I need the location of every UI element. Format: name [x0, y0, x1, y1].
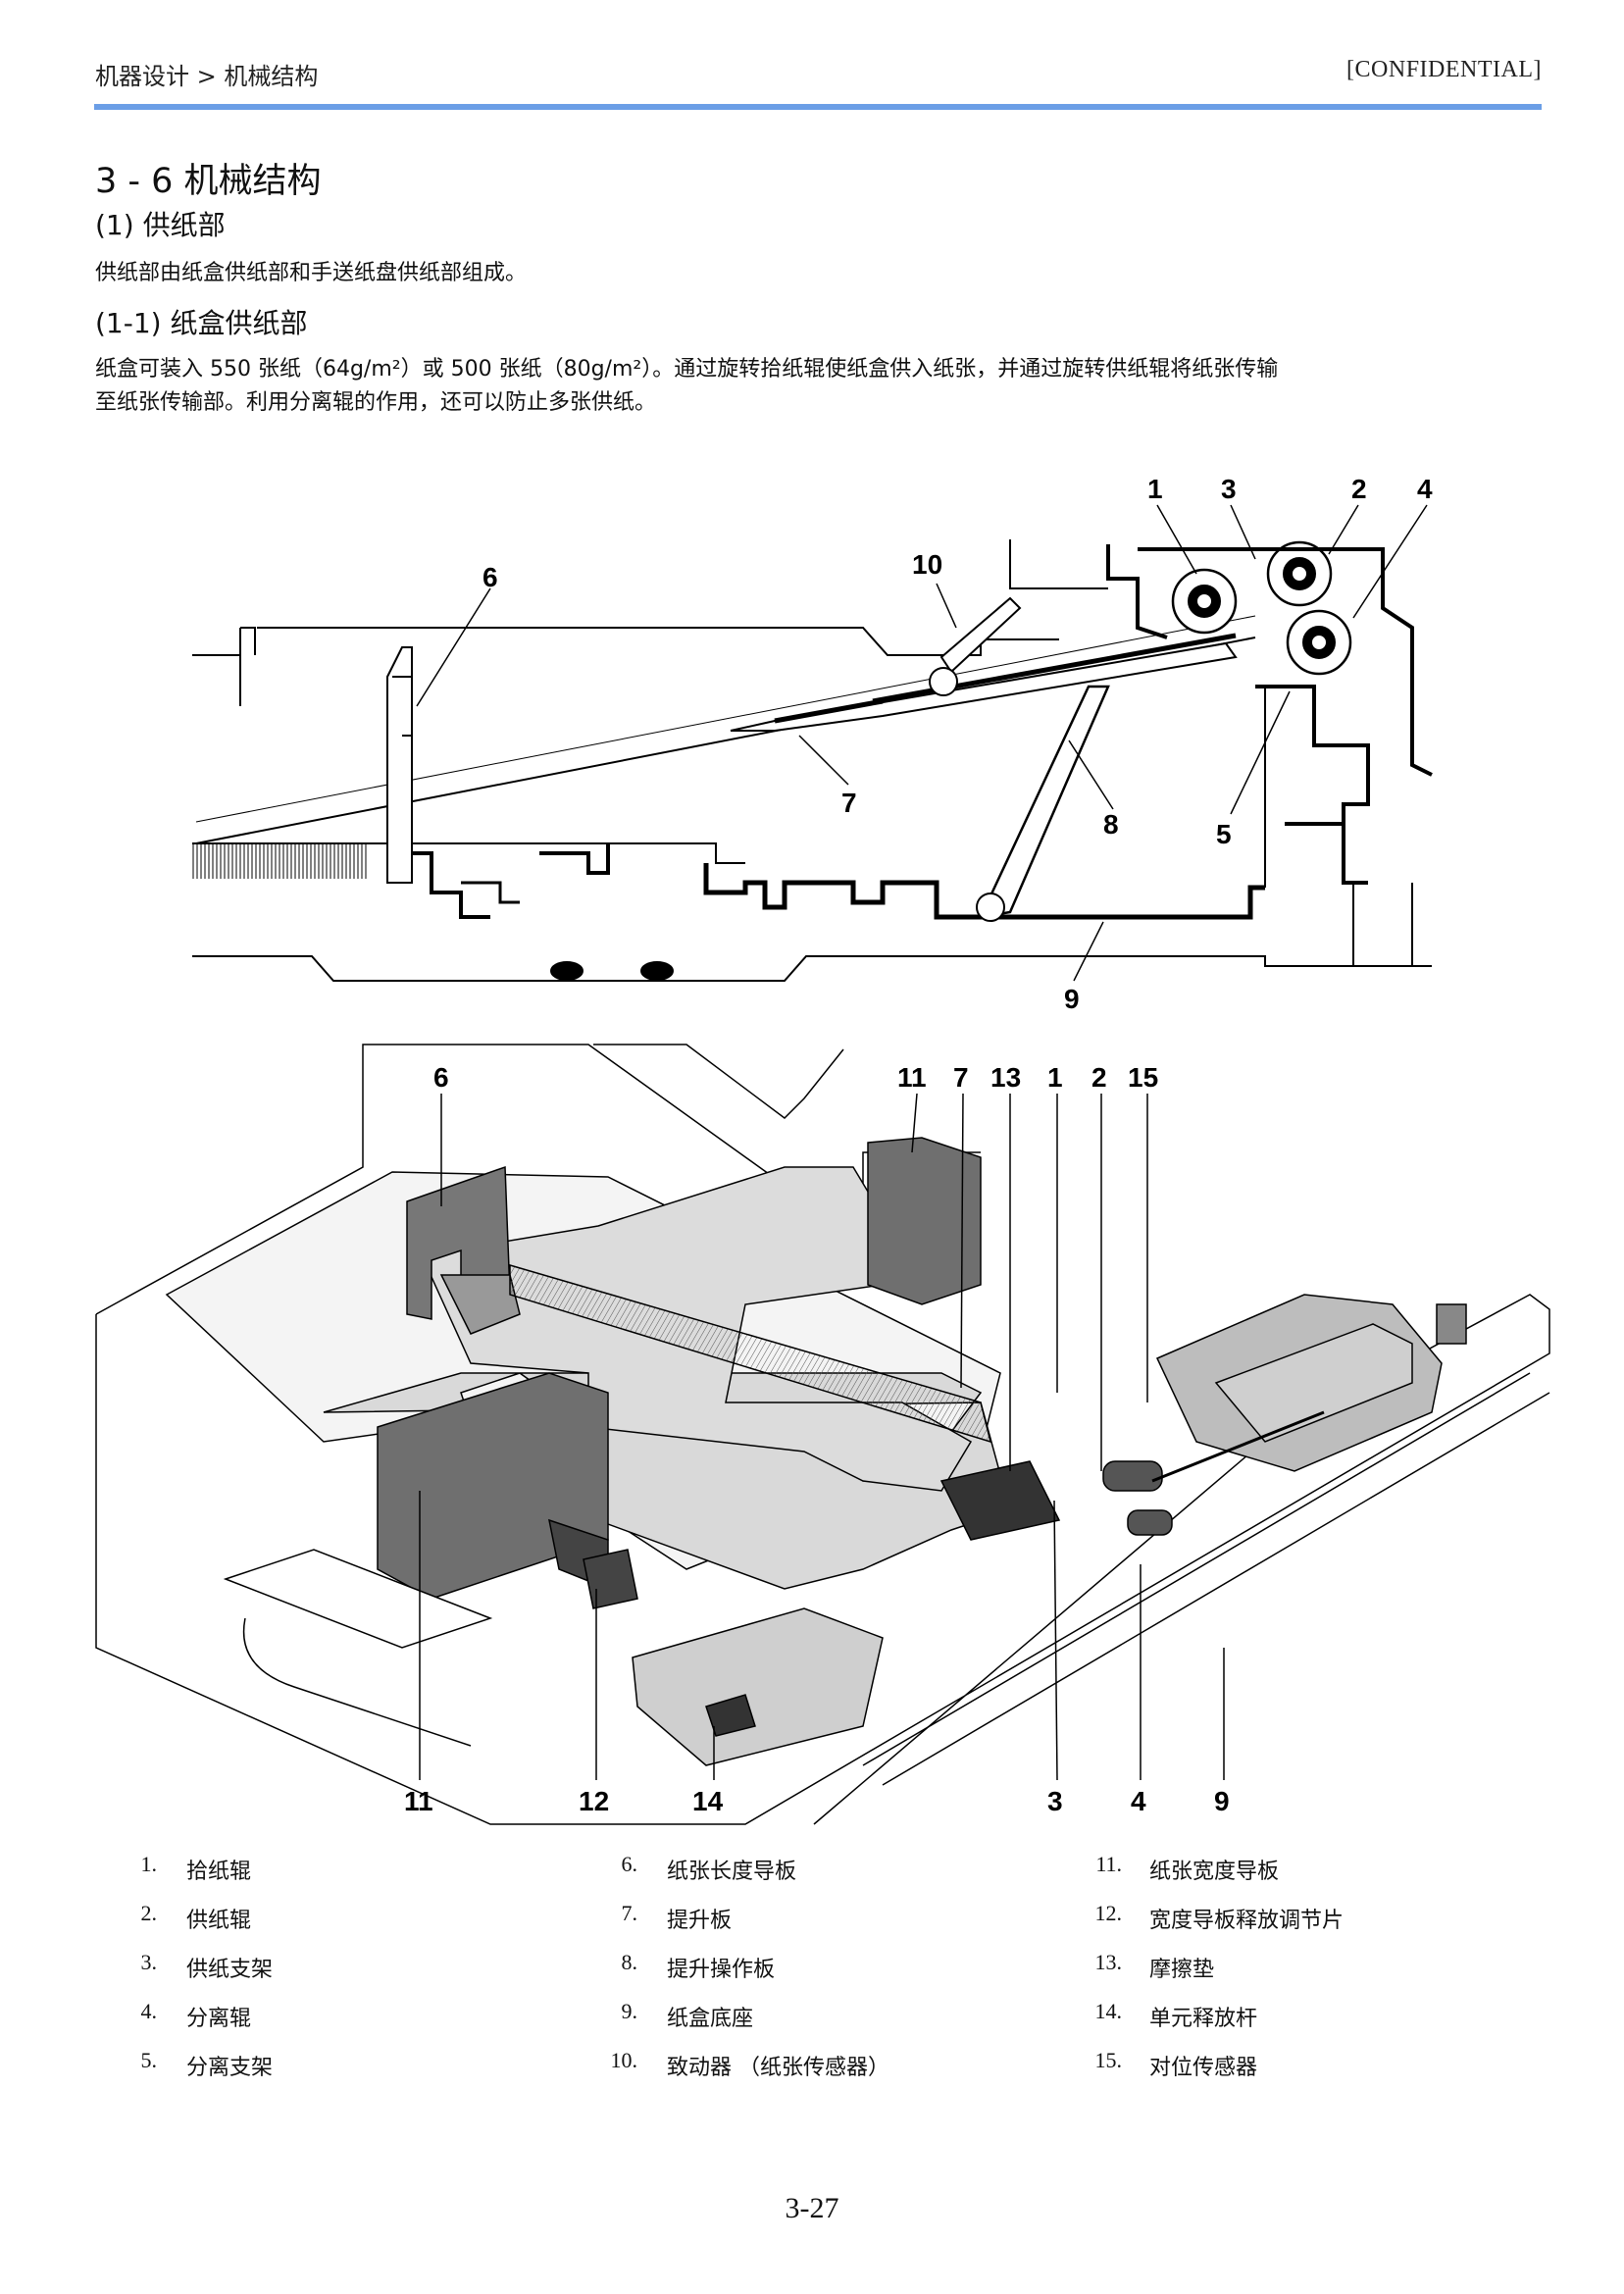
- legend-label: 拾纸辊: [186, 1860, 252, 1884]
- callout-bottom-12: 12: [579, 1786, 609, 1816]
- callout-bottom-1: 1: [1047, 1062, 1063, 1093]
- confidential-label: [CONFIDENTIAL]: [1346, 57, 1542, 82]
- legend-label: 分离辊: [186, 2007, 252, 2031]
- callout-bottom-14: 14: [692, 1786, 724, 1816]
- legend-number: 7.: [621, 1901, 638, 1925]
- cross-section-diagram: [192, 504, 1433, 982]
- callout-bottom-13: 13: [990, 1062, 1021, 1093]
- callout-bottom-7: 7: [953, 1062, 969, 1093]
- legend-label: 提升板: [667, 1909, 733, 1933]
- header-breadcrumb: 机器设计 > 机械结构: [95, 63, 319, 90]
- callout-bottom-11: 11: [404, 1786, 433, 1816]
- callout-bottom-11-top: 11: [897, 1062, 927, 1093]
- callout-top-1: 1: [1147, 474, 1163, 504]
- legend-number: 4.: [140, 1999, 158, 2023]
- callout-top-2: 2: [1351, 474, 1367, 504]
- perspective-diagram: [95, 1044, 1550, 1825]
- callout-bottom-4: 4: [1131, 1786, 1146, 1816]
- callout-bottom-6: 6: [433, 1062, 449, 1093]
- callout-top-9: 9: [1064, 984, 1080, 1014]
- legend-number: 1.: [140, 1852, 158, 1876]
- legend-label: 纸张宽度导板: [1149, 1860, 1280, 1884]
- legend-label: 致动器 （纸张传感器）: [667, 2056, 889, 2080]
- callout-top-8: 8: [1103, 809, 1119, 840]
- legend-number: 14.: [1094, 1999, 1123, 2023]
- callout-bottom-2: 2: [1091, 1062, 1107, 1093]
- legend-number: 5.: [140, 2048, 158, 2072]
- parts-legend: 1. 拾纸辊 2. 供纸辊 3. 供纸支架 4. 分离辊 5. 分离支架 6. …: [0, 1852, 1624, 2107]
- intro-paragraph: 供纸部由纸盒供纸部和手送纸盘供纸部组成。: [95, 261, 528, 285]
- header-rule: [94, 104, 1542, 110]
- section-title: 3 - 6 机械结构: [95, 162, 322, 201]
- callout-bottom-9: 9: [1214, 1786, 1230, 1816]
- legend-number: 2.: [140, 1901, 158, 1925]
- callout-top-7: 7: [841, 788, 857, 818]
- legend-label: 摩擦垫: [1149, 1958, 1215, 1982]
- legend-number: 3.: [140, 1950, 158, 1974]
- callout-top-6: 6: [482, 562, 498, 592]
- bottom-callouts-bottom: 11 12 14 3 4 9: [404, 1786, 1230, 1816]
- bottom-callouts-top: 6 11 7 13 1 2 15: [433, 1062, 1158, 1093]
- legend-number: 9.: [621, 1999, 638, 2023]
- description-line-1: 纸盒可装入 550 张纸（64g/m²）或 500 张纸（80g/m²）。通过旋…: [95, 357, 1279, 382]
- legend-number: 6.: [621, 1852, 638, 1876]
- legend-label: 供纸支架: [186, 1958, 274, 1982]
- callout-top-10: 10: [912, 549, 942, 580]
- legend-label: 宽度导板释放调节片: [1149, 1909, 1345, 1933]
- legend-number: 13.: [1094, 1950, 1123, 1974]
- subsection-title: (1-1) 纸盒供纸部: [95, 307, 308, 339]
- legend-number: 15.: [1094, 2048, 1123, 2072]
- legend-number: 8.: [621, 1950, 638, 1974]
- legend-label: 提升操作板: [667, 1958, 776, 1982]
- legend-label: 对位传感器: [1149, 2056, 1258, 2080]
- legend-label: 纸盒底座: [667, 2007, 754, 2031]
- callout-top-5: 5: [1216, 819, 1232, 849]
- callout-top-4: 4: [1417, 474, 1433, 504]
- page-number: 3-27: [785, 2192, 839, 2224]
- callout-bottom-15: 15: [1128, 1062, 1158, 1093]
- legend-label: 纸张长度导板: [667, 1860, 797, 1884]
- legend-label: 单元释放杆: [1149, 2007, 1258, 2031]
- legend-number: 12.: [1094, 1901, 1123, 1925]
- legend-number: 10.: [610, 2048, 638, 2072]
- top-callouts: 1 3 2 4 6 10 7 8 5 9: [482, 474, 1433, 1014]
- legend-label: 分离支架: [186, 2056, 274, 2080]
- legend-number: 11.: [1095, 1852, 1122, 1876]
- callout-top-3: 3: [1221, 474, 1237, 504]
- section-subtitle: (1) 供纸部: [95, 209, 226, 241]
- description-paragraph: 纸盒可装入 550 张纸（64g/m²）或 500 张纸（80g/m²）。通过旋…: [95, 353, 1547, 420]
- callout-bottom-3: 3: [1047, 1786, 1063, 1816]
- description-line-2: 至纸张传输部。利用分离辊的作用，还可以防止多张供纸。: [95, 390, 657, 415]
- legend-label: 供纸辊: [186, 1909, 252, 1933]
